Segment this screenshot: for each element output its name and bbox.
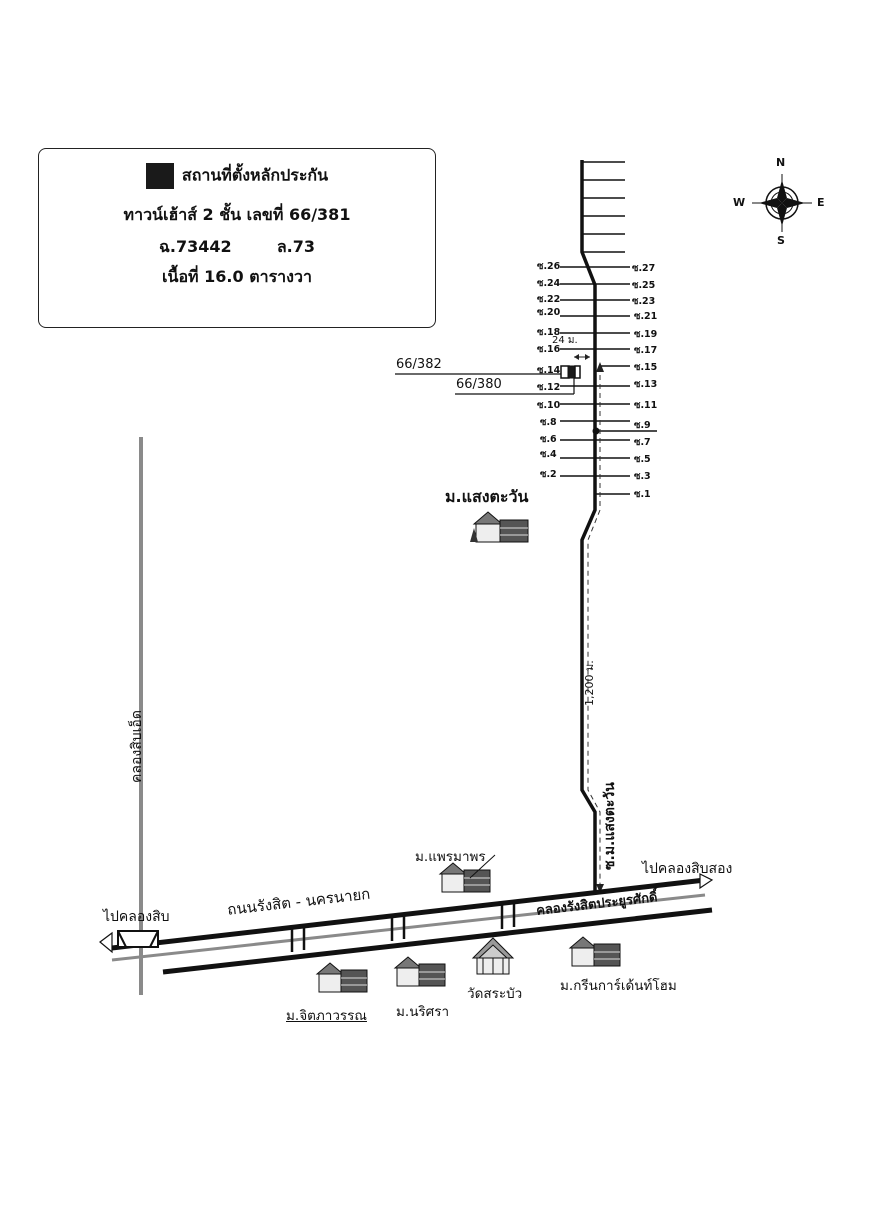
property-line: ทาวน์เฮ้าส์ 2 ชั้น เลขที่ 66/381 xyxy=(123,205,351,224)
deed-number: ฉ.73442 xyxy=(159,237,232,256)
soi-label: ซ.21 xyxy=(634,311,658,322)
width-distance-label: 24 ม. xyxy=(552,335,578,346)
to-east-label: ไปคลองสิบสอง xyxy=(642,861,733,877)
soi-label: ซ.16 xyxy=(537,344,561,355)
house-icon-narisra xyxy=(393,956,446,987)
west-arrow-icon xyxy=(99,931,113,954)
soi-label: ซ.6 xyxy=(540,434,557,445)
soi-label: ซ.9 xyxy=(634,420,651,431)
soi-label: ซ.23 xyxy=(632,296,656,307)
soi-label: ซ.5 xyxy=(634,454,651,465)
compass-rose-icon xyxy=(752,174,812,232)
compass-west-label: W xyxy=(733,196,746,209)
house-icon-saengtawan xyxy=(470,511,529,543)
soi-label: ซ.11 xyxy=(634,400,658,411)
house-number-66-380: 66/380 xyxy=(456,377,502,392)
to-west-label: ไปคลองสิบ xyxy=(103,909,170,925)
distance-arrow-top xyxy=(596,362,604,372)
bridges xyxy=(290,902,516,952)
highway-south-line xyxy=(162,907,713,975)
legend-row: สถานที่ตั้งหลักประกัน xyxy=(39,163,435,189)
west-bridge-block xyxy=(117,930,159,948)
distance-dashed-line xyxy=(587,366,601,890)
praemaporn-pointer xyxy=(469,854,496,879)
village-main-road xyxy=(580,160,597,893)
vertical-canal-label: คลองสิบเอ็ด xyxy=(129,710,145,783)
place-greengarden: ม.กรีนการ์เด้นท์โฮม xyxy=(560,978,677,994)
compass-east-label: E xyxy=(817,196,825,209)
soi-label: ซ.22 xyxy=(537,294,561,305)
place-chitpawan: ม.จิตภาวรรณ xyxy=(286,1008,367,1024)
distance-arrow-bottom xyxy=(596,884,604,893)
soi-label: ซ.10 xyxy=(537,400,561,411)
neighbor-unit-66-380 xyxy=(574,365,581,379)
place-praemaporn: ม.แพรมาพร xyxy=(415,849,486,865)
house-icon-greengarden xyxy=(568,936,621,967)
legend-swatch xyxy=(145,163,174,189)
house-number-66-382: 66/382 xyxy=(396,357,442,372)
soi-label: ซ.27 xyxy=(632,263,656,274)
area-line: เนื้อที่ 16.0 ตารางวา xyxy=(162,267,312,286)
house-icon-praemaporn xyxy=(438,862,491,893)
length-distance-label: 1,200 ม. xyxy=(583,660,596,706)
soi-label: ซ.3 xyxy=(634,471,651,482)
road-junction-dot xyxy=(592,427,600,435)
highway-north-line xyxy=(111,877,706,951)
place-saengtawan: ม.แสงตะวัน xyxy=(445,487,529,506)
soi-label: ซ.13 xyxy=(634,379,658,390)
soi-label: ซ.24 xyxy=(537,278,561,289)
soi-label: ซ.12 xyxy=(537,382,561,393)
soi-label: ซ.2 xyxy=(540,469,557,480)
soi-label: ซ.20 xyxy=(537,307,561,318)
house-icon-chitpawan xyxy=(315,962,368,993)
soi-label: ซ.26 xyxy=(537,261,561,272)
top-stub-lanes xyxy=(582,161,625,253)
soi-label: ซ.4 xyxy=(540,449,557,460)
soi-label: ซ.14 xyxy=(537,365,561,376)
soi-label: ซ.19 xyxy=(634,329,658,340)
soi-label: ซ.25 xyxy=(632,280,656,291)
legend-label: สถานที่ตั้งหลักประกัน xyxy=(181,165,329,185)
soi-label: ซ.15 xyxy=(634,362,658,373)
place-wat: วัดสระบัว xyxy=(467,986,523,1002)
canal-grey-line xyxy=(111,893,706,962)
soi-label: ซ.18 xyxy=(537,327,561,338)
land-number: ล.73 xyxy=(276,237,315,256)
compass-north-label: N xyxy=(776,156,786,169)
soi-label: ซ.8 xyxy=(540,417,557,428)
soi-label: ซ.7 xyxy=(634,437,651,448)
temple-icon xyxy=(471,937,515,975)
place-narisra: ม.นริศรา xyxy=(396,1004,450,1020)
compass-south-label: S xyxy=(777,234,785,247)
village-road-label: ซ.ม.แสงตะวัน xyxy=(602,782,618,870)
east-arrow-icon xyxy=(699,873,714,890)
soi-label: ซ.1 xyxy=(634,489,651,500)
soi-label: ซ.17 xyxy=(634,345,658,356)
deed-row: ฉ.73442 ล.73 xyxy=(39,235,435,260)
info-box: สถานที่ตั้งหลักประกัน ทาวน์เฮ้าส์ 2 ชั้น… xyxy=(38,148,436,328)
